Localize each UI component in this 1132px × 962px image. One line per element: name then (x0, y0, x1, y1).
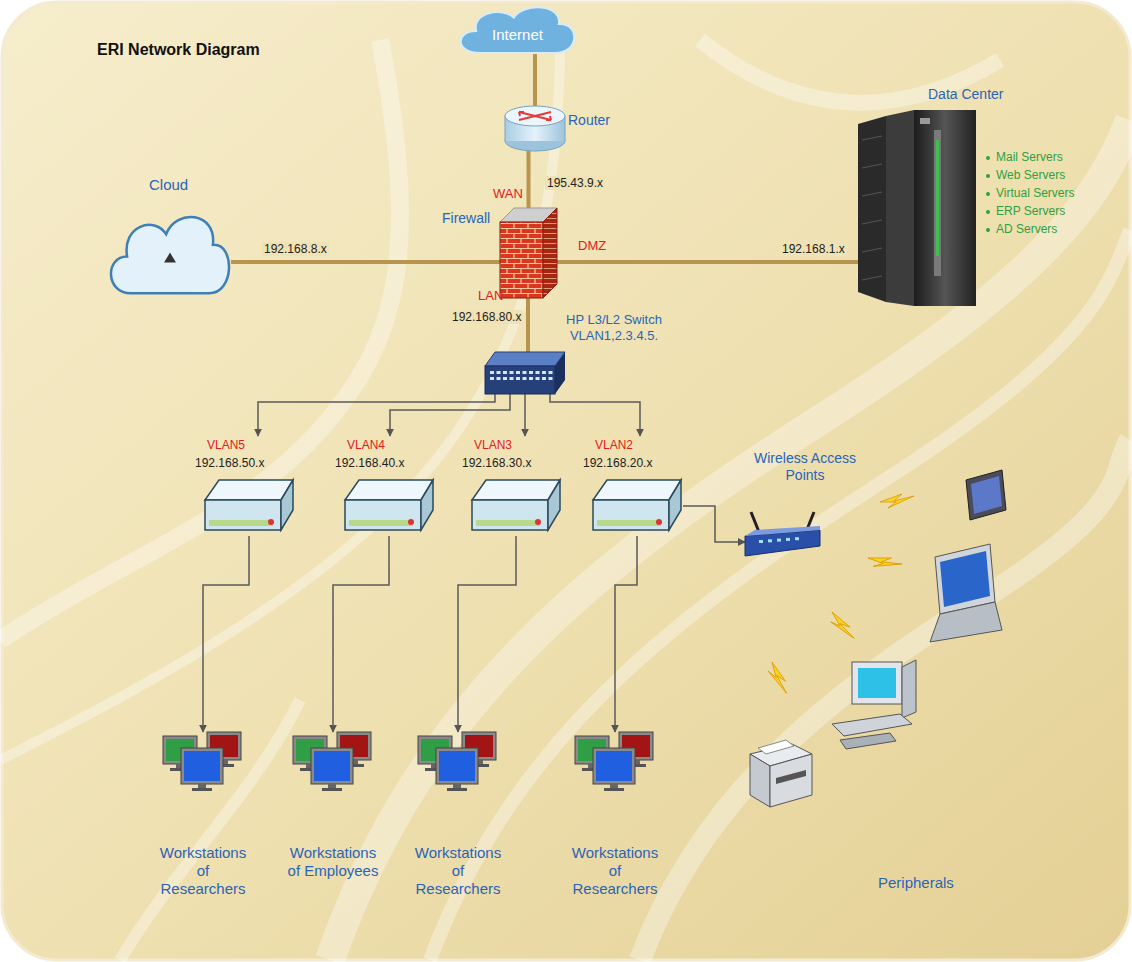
ws-icon (293, 732, 373, 794)
ap-icon (745, 512, 820, 560)
data-center-label: Data Center (928, 86, 1003, 103)
firewall: Firewall (500, 208, 557, 298)
network-trunk (526, 298, 530, 352)
vlan-switch: VLAN4 192.168.40.x (335, 436, 435, 536)
vlanSwitch-icon (472, 480, 560, 532)
port-name: DMZ (578, 238, 606, 254)
workstation-caption: Workstations of Employees (285, 844, 381, 880)
data-center: Data CenterMail ServersWeb ServersVirtua… (858, 110, 976, 306)
network-trunk (527, 143, 531, 214)
vlan-name: VLAN2 (595, 438, 633, 452)
network-link (524, 394, 526, 436)
vlan-switch: VLAN2 192.168.20.x (583, 436, 683, 536)
peripherals-group: Peripherals (740, 462, 1025, 902)
server-item: Web Servers (986, 168, 1065, 182)
cloud: Cloud (105, 208, 235, 305)
router: Router (505, 106, 565, 151)
workstation-group: Workstations of Researchers (418, 732, 498, 794)
server-item: Mail Servers (986, 150, 1063, 164)
peripherals-label: Peripherals (878, 874, 954, 892)
vlanSwitch-icon (345, 480, 433, 532)
ws-icon (418, 732, 498, 794)
workstation-caption: Workstations of Researchers (410, 844, 506, 898)
rack-icon (858, 110, 976, 306)
subnet-address: 192.168.40.x (335, 456, 404, 470)
server-item: ERP Servers (986, 204, 1065, 218)
vlan-switch: VLAN5 192.168.50.x (195, 436, 295, 536)
cloud-icon (105, 208, 235, 305)
wireless-access-point: Wireless Access Points (745, 512, 820, 560)
device-label: Router (568, 112, 610, 129)
network-link (683, 506, 745, 542)
workstation-group: Workstations of Researchers (575, 732, 655, 794)
network-link (203, 536, 249, 732)
router-icon (505, 106, 565, 151)
network-link (390, 394, 510, 436)
workstation-caption: Workstations of Researchers (567, 844, 663, 898)
port-name: LAN (478, 288, 503, 304)
vlan-name: VLAN4 (347, 438, 385, 452)
diagram-title: ERI Network Diagram (97, 40, 260, 59)
network-trunk (231, 260, 500, 264)
subnet-address: 192.168.50.x (195, 456, 264, 470)
server-item: Virtual Servers (986, 186, 1074, 200)
vlan-name: VLAN5 (207, 438, 245, 452)
switch-label: HP L3/L2 Switch VLAN1,2.3.4.5. (565, 312, 663, 343)
network-trunk (557, 260, 858, 264)
network-link (615, 536, 637, 732)
vlanSwitch-icon (205, 480, 293, 532)
ws-icon (575, 732, 655, 794)
periph-icon (740, 462, 1025, 902)
firewall-icon (500, 208, 557, 298)
ws-icon (163, 732, 243, 794)
server-item: AD Servers (986, 222, 1057, 236)
edge-address-label: 195.43.9.x (545, 176, 605, 190)
vlanSwitch-icon (593, 480, 681, 532)
cloud-label: Cloud (149, 176, 188, 194)
edge-address-label: 192.168.8.x (262, 242, 329, 256)
network-link (550, 394, 640, 436)
network-link (258, 394, 495, 436)
device-label: Firewall (442, 210, 490, 227)
edge-address-label: 192.168.1.x (780, 242, 847, 256)
workstation-caption: Workstations of Researchers (155, 844, 251, 898)
workstation-group: Workstations of Researchers (163, 732, 243, 794)
access-point-label: Wireless Access Points (753, 450, 857, 484)
vlan-name: VLAN3 (474, 438, 512, 452)
core-switch: HP L3/L2 Switch VLAN1,2.3.4.5. (485, 352, 565, 394)
port-name: WAN (493, 186, 523, 202)
network-trunk (533, 54, 537, 114)
network-link (458, 536, 516, 732)
coreSwitch-icon (485, 352, 565, 394)
workstation-group: Workstations of Employees (293, 732, 373, 794)
edge-address-label: 192.168.80.x (450, 310, 523, 324)
subnet-address: 192.168.20.x (583, 456, 652, 470)
network-link (333, 536, 389, 732)
cloud-label: Internet (455, 26, 580, 44)
vlan-switch: VLAN3 192.168.30.x (462, 436, 562, 536)
internet-cloud: Internet (455, 2, 580, 60)
subnet-address: 192.168.30.x (462, 456, 531, 470)
